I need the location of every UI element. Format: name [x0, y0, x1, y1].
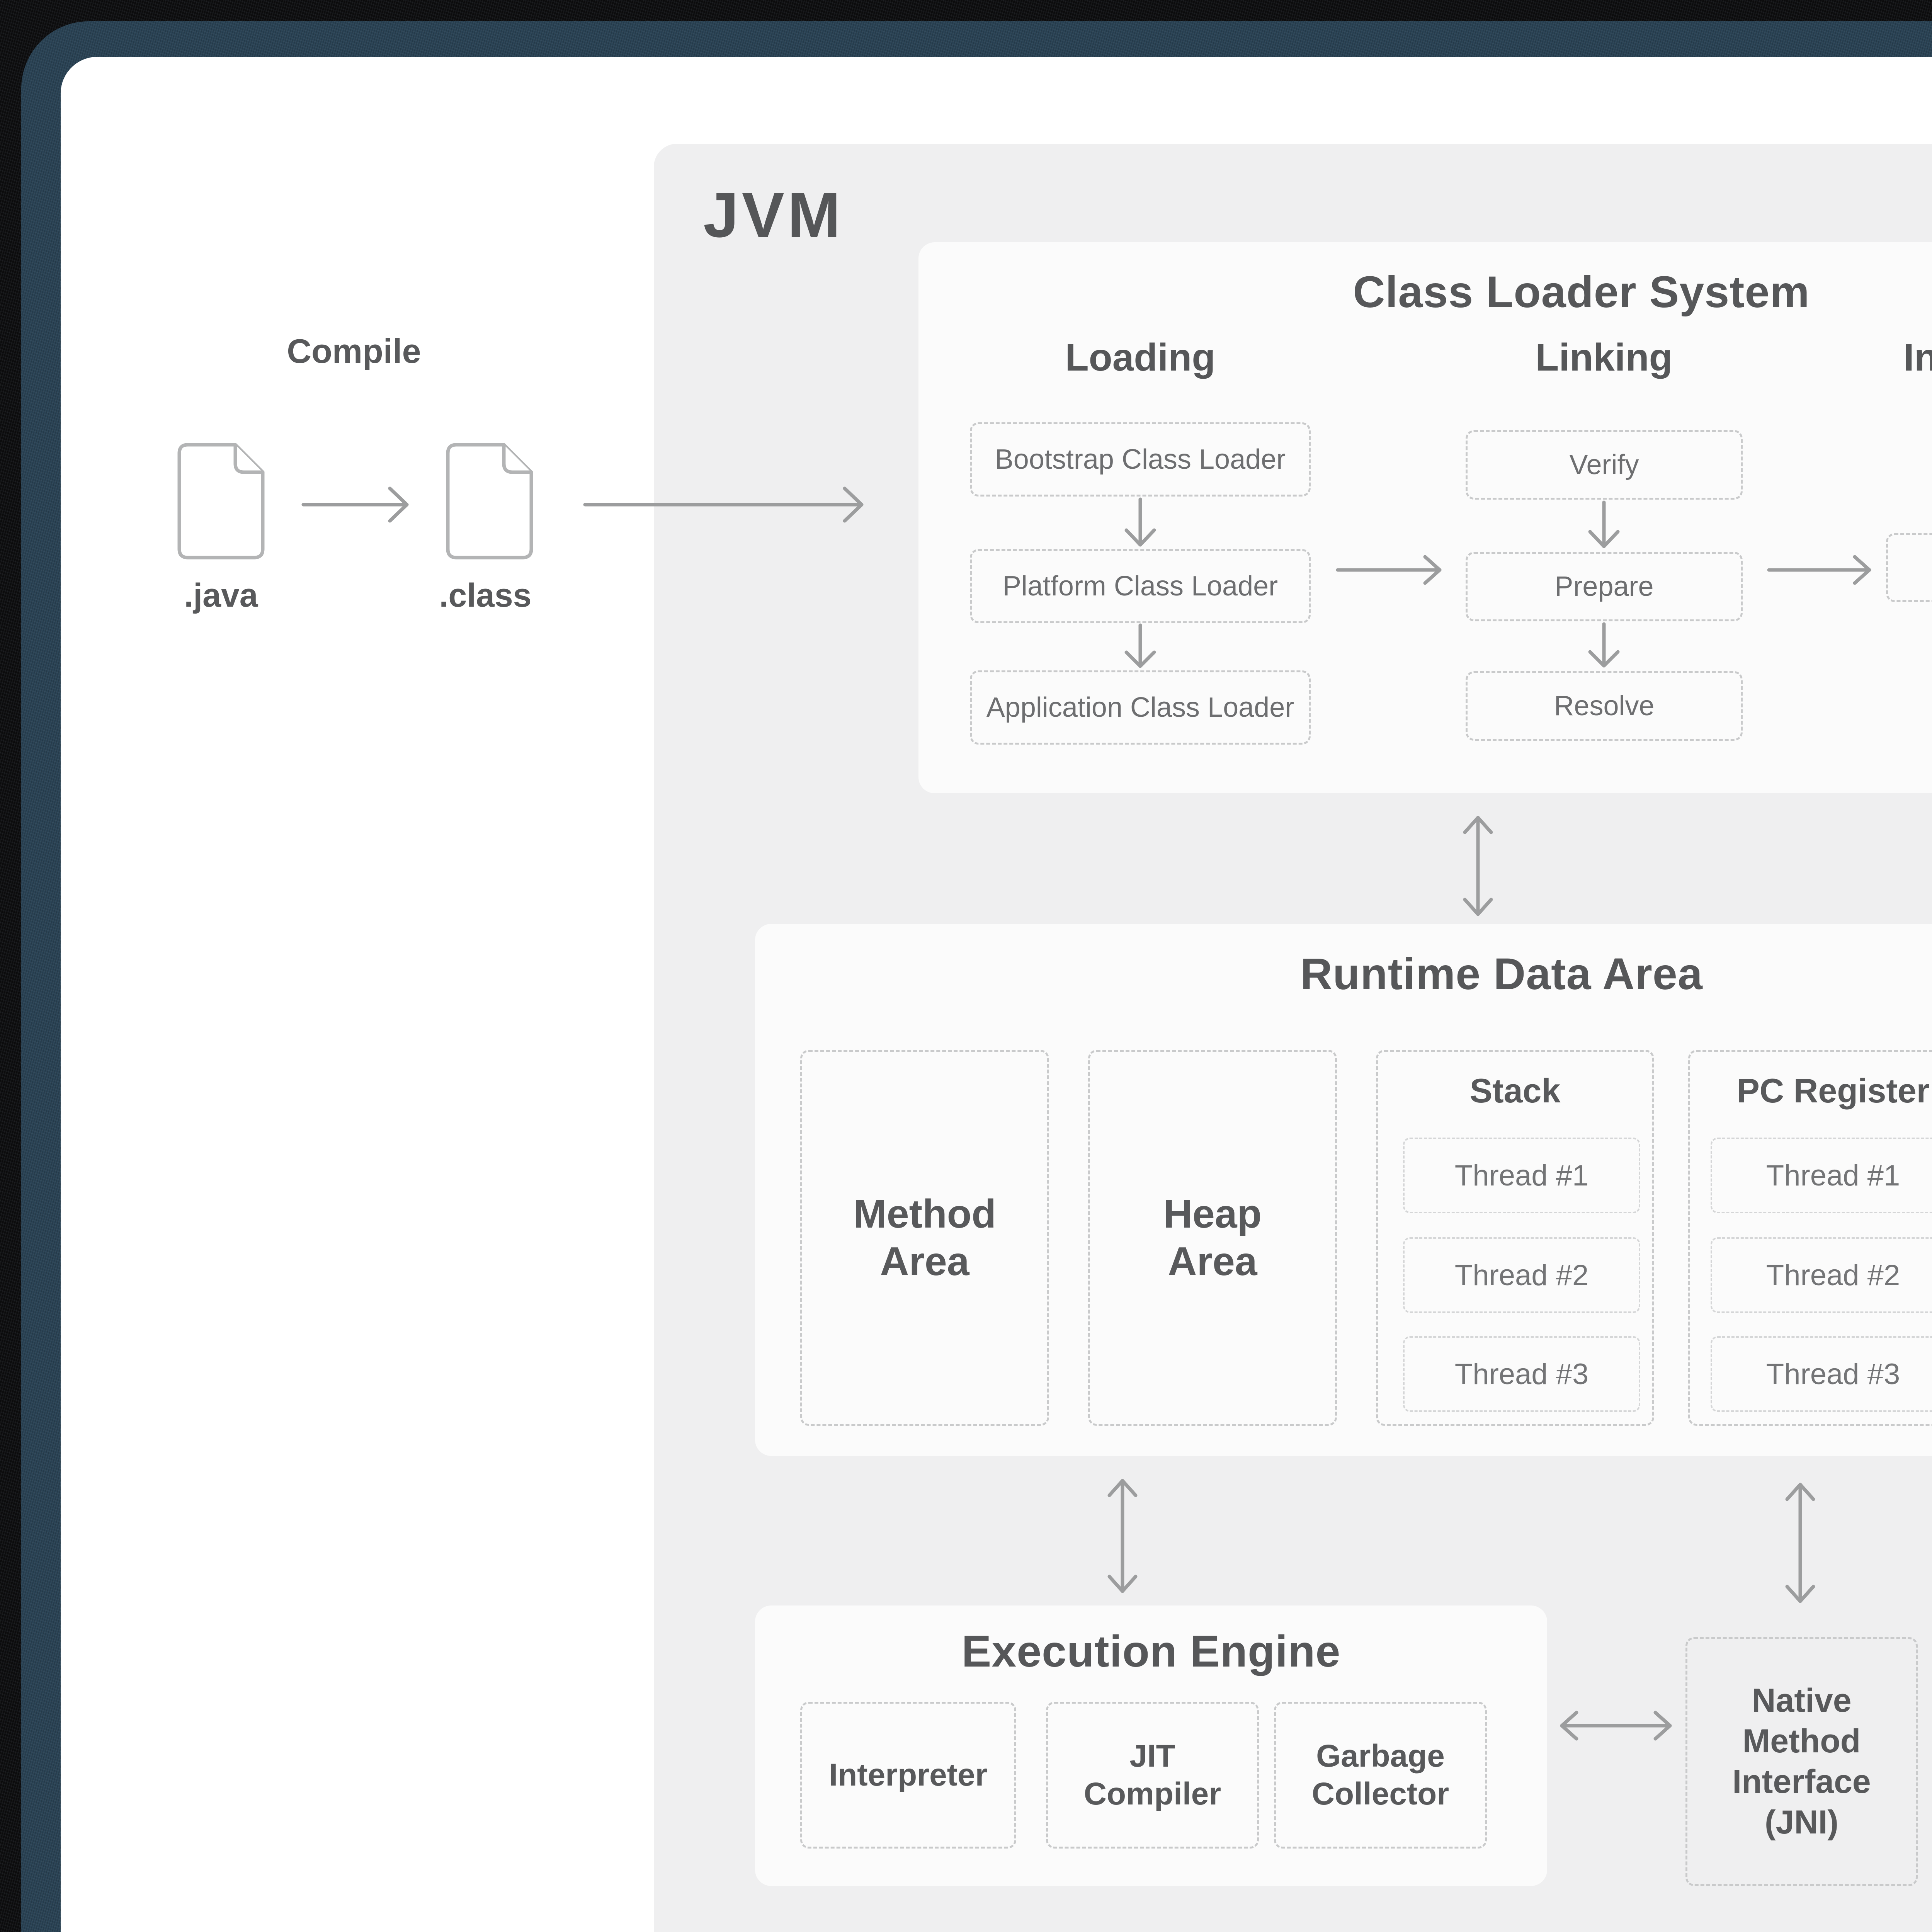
pc-thread-3-box: Thread #3 [1711, 1336, 1932, 1412]
garbage-collector-label: Garbage Collector [1311, 1738, 1449, 1811]
interpreter-box: Interpreter [800, 1702, 1016, 1849]
jvm-title: JVM [703, 179, 844, 250]
pc-thread-3-label: Thread #3 [1766, 1357, 1900, 1391]
arrow-runtime-execution [1107, 1479, 1138, 1593]
arrow-compile [301, 486, 409, 523]
stack-thread-2-label: Thread #2 [1454, 1259, 1589, 1292]
stack-thread-3-box: Thread #3 [1403, 1336, 1640, 1412]
jni-label: Native Method Interface (JNI) [1732, 1682, 1871, 1841]
initialization-header: Initialization [1903, 336, 1932, 379]
arrow-class-to-jvm [583, 486, 864, 523]
class-loader-system-title: Class Loader System [1353, 267, 1810, 317]
stack-box [1376, 1050, 1654, 1426]
class-file-label: .class [439, 577, 532, 614]
arrow-verify-to-prepare [1588, 500, 1620, 548]
stack-thread-2-box: Thread #2 [1403, 1237, 1640, 1313]
pc-register-title: PC Register [1737, 1071, 1930, 1110]
heap-area-box: Heap Area [1088, 1050, 1337, 1426]
prepare-box: Prepare [1466, 552, 1743, 621]
pc-thread-2-label: Thread #2 [1766, 1259, 1900, 1292]
pc-register-box [1688, 1050, 1932, 1426]
class-file-icon [446, 443, 533, 560]
initialization-box: Initialization [1886, 533, 1932, 602]
jit-compiler-box: JIT Compiler [1046, 1702, 1259, 1849]
garbage-collector-box: Garbage Collector [1274, 1702, 1487, 1849]
stack-title: Stack [1469, 1071, 1561, 1110]
pc-thread-1-box: Thread #1 [1711, 1138, 1932, 1213]
resolve-box: Resolve [1466, 671, 1743, 741]
application-class-loader-label: Application Class Loader [986, 692, 1294, 723]
pc-thread-1-label: Thread #1 [1766, 1159, 1900, 1192]
jni-box: Native Method Interface (JNI) [1685, 1637, 1918, 1886]
arrow-platform-to-application [1124, 623, 1156, 668]
execution-engine-panel [755, 1605, 1547, 1886]
stack-thread-1-label: Thread #1 [1454, 1159, 1589, 1192]
verify-box: Verify [1466, 430, 1743, 500]
arrow-runtime-jni [1785, 1483, 1815, 1603]
arrow-execution-jni [1560, 1711, 1672, 1741]
jit-compiler-label: JIT Compiler [1083, 1738, 1221, 1811]
java-file-icon [177, 443, 265, 560]
arrow-bootstrap-to-platform [1124, 497, 1156, 547]
arrow-prepare-to-resolve [1588, 622, 1620, 668]
java-file-label: .java [184, 577, 258, 614]
bootstrap-class-loader-label: Bootstrap Class Loader [995, 444, 1286, 475]
arrow-classloader-runtime [1463, 816, 1493, 916]
class-loader-system-panel [918, 242, 1932, 793]
linking-header: Linking [1535, 336, 1673, 379]
method-area-box: Method Area [800, 1050, 1049, 1426]
interpreter-label: Interpreter [829, 1757, 988, 1793]
method-area-label: Method Area [853, 1191, 996, 1284]
arrow-linking-to-initialization [1767, 555, 1871, 585]
bootstrap-class-loader-box: Bootstrap Class Loader [970, 422, 1311, 497]
platform-class-loader-label: Platform Class Loader [1002, 571, 1278, 602]
runtime-data-area-title: Runtime Data Area [1300, 949, 1703, 999]
application-class-loader-box: Application Class Loader [970, 670, 1311, 745]
resolve-label: Resolve [1554, 690, 1655, 721]
loading-header: Loading [1065, 336, 1216, 379]
stack-thread-1-box: Thread #1 [1403, 1138, 1640, 1213]
runtime-data-area-panel [755, 924, 1932, 1456]
arrow-loading-to-linking [1336, 555, 1442, 585]
stack-thread-3-label: Thread #3 [1454, 1357, 1589, 1391]
pc-thread-2-box: Thread #2 [1711, 1237, 1932, 1313]
execution-engine-title: Execution Engine [961, 1627, 1341, 1676]
prepare-label: Prepare [1554, 571, 1654, 602]
heap-area-label: Heap Area [1163, 1191, 1262, 1284]
compile-label: Compile [287, 332, 421, 370]
verify-label: Verify [1569, 449, 1639, 480]
platform-class-loader-box: Platform Class Loader [970, 549, 1311, 623]
